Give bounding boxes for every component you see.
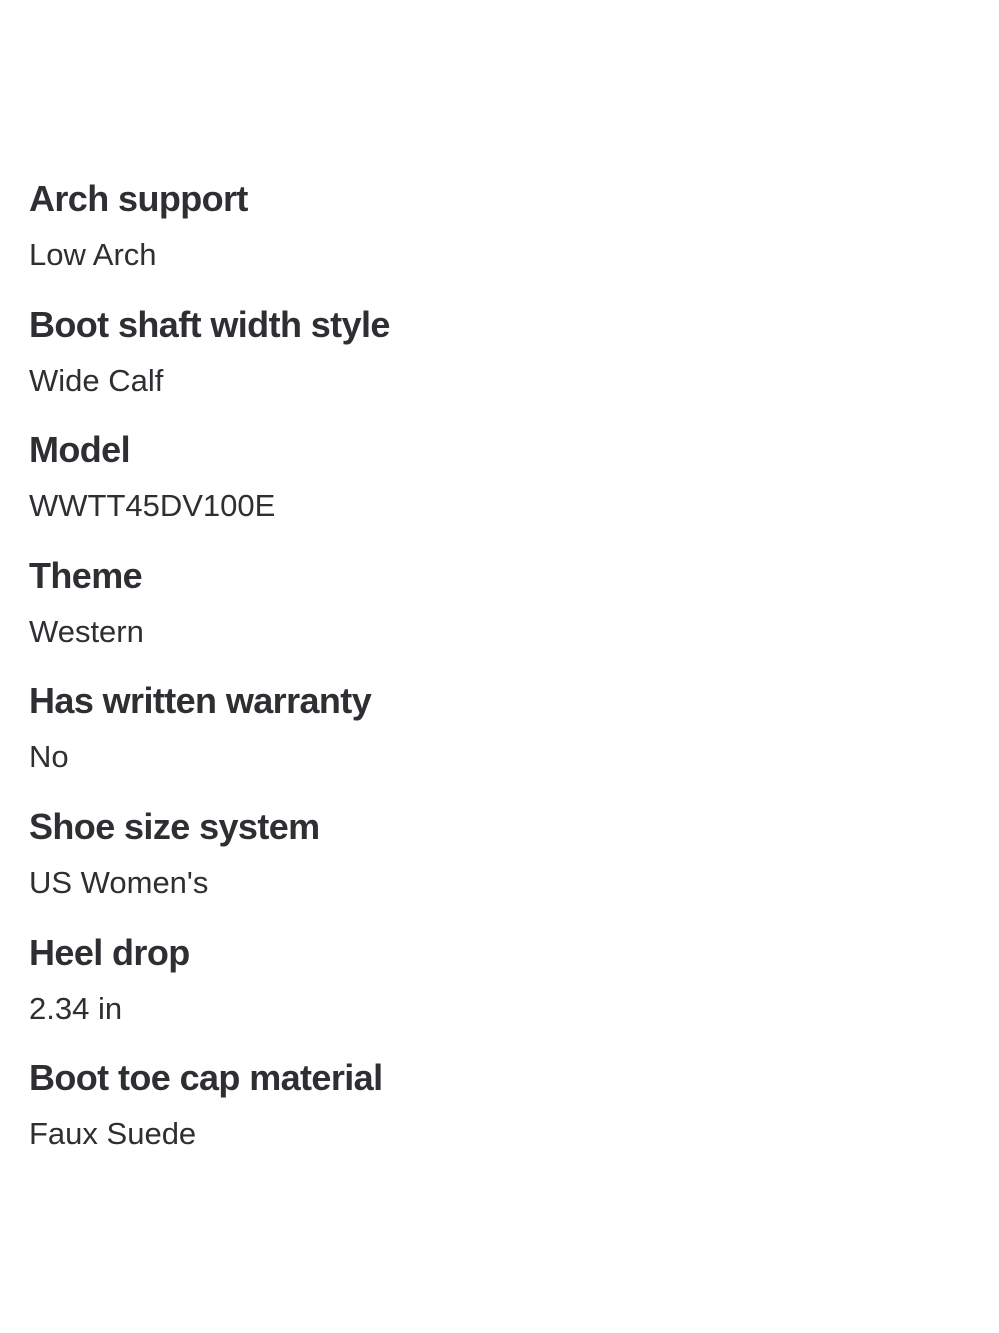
spec-item-model: Model WWTT45DV100E [29, 429, 969, 555]
spec-label: Shoe size system [29, 805, 320, 847]
spec-item-has-written-warranty: Has written warranty No [29, 680, 969, 806]
specifications-list: Arch support Low Arch Boot shaft width s… [29, 178, 969, 1183]
spec-value: WWTT45DV100E [29, 488, 276, 524]
spec-value: Faux Suede [29, 1116, 197, 1152]
spec-value: Wide Calf [29, 362, 164, 398]
spec-item-boot-toe-cap-material: Boot toe cap material Faux Suede [29, 1057, 969, 1183]
spec-label: Heel drop [29, 931, 190, 973]
spec-value: US Women's [29, 864, 209, 900]
spec-value: No [29, 739, 69, 775]
spec-label: Theme [29, 554, 143, 596]
spec-item-boot-shaft-width-style: Boot shaft width style Wide Calf [29, 304, 969, 430]
spec-item-shoe-size-system: Shoe size system US Women's [29, 806, 969, 932]
spec-value: Low Arch [29, 237, 157, 272]
spec-label: Arch support [29, 178, 248, 219]
spec-item-theme: Theme Western [29, 555, 969, 681]
spec-value: 2.34 in [29, 990, 123, 1026]
spec-item-arch-support: Arch support Low Arch [29, 178, 969, 304]
spec-value: Western [29, 613, 144, 649]
spec-item-heel-drop: Heel drop 2.34 in [29, 932, 969, 1058]
spec-label: Boot toe cap material [29, 1057, 383, 1099]
spec-label: Model [29, 429, 131, 471]
spec-label: Boot shaft width style [29, 303, 390, 345]
spec-label: Has written warranty [29, 680, 372, 722]
